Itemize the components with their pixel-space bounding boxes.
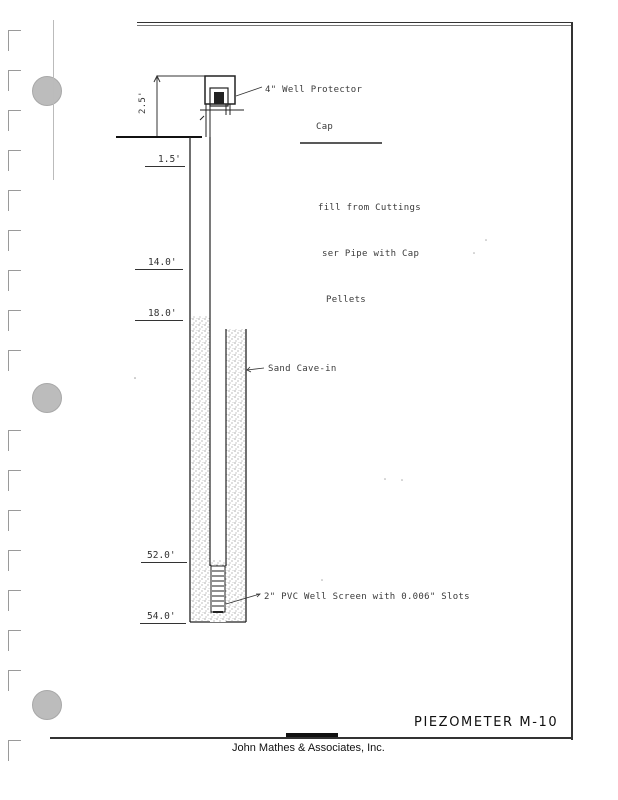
depth-label: 14.0' [148,257,177,268]
arrow-head [256,593,261,598]
binder-tab [8,70,21,91]
binder-tab [8,590,21,611]
blank-area [216,115,300,329]
stickup-label: 2.5' [138,91,148,114]
well-screen [210,565,226,613]
binder-tab [8,430,21,451]
depth-label: 54.0' [147,611,176,622]
binder-tab [8,350,21,371]
frame-right-border [571,22,573,740]
binder-tab [8,110,21,131]
label-well-protector: 4" Well Protector [265,85,363,95]
binder-tab [8,310,21,331]
binder-tab [8,550,21,571]
frame-left-border [53,20,54,180]
binder-tab [8,630,21,651]
punch-hole [32,76,62,106]
depth-line [135,320,183,321]
label-riser-pipe: ser Pipe with Cap [322,249,420,259]
depth-line [135,269,183,270]
binder-tab [8,190,21,211]
frame-top-border-inner [137,25,573,26]
binder-tab [8,270,21,291]
binder-tab [8,30,21,51]
label-sand-cave-in: Sand Cave-in [268,364,337,374]
binder-tab [8,150,21,171]
stickup-dimension [153,74,205,137]
punch-hole [32,383,62,413]
label-pellets: Pellets [326,295,367,305]
frame-bottom-border [50,737,573,739]
sand-pack-left [191,316,210,621]
drawing-title: PIEZOMETER M-10 [414,715,559,730]
depth-label: 18.0' [148,308,177,319]
binder-tab [8,510,21,531]
binder-tab [8,230,21,251]
leader-line [225,593,261,605]
leader-line [235,86,263,97]
sand-pack-right [226,316,245,621]
binder-tab [8,470,21,491]
label-backfill: fill from Cuttings [318,203,421,213]
leader-line [246,367,265,371]
depth-line [140,623,186,624]
depth-line [141,562,187,563]
depth-line [145,166,185,167]
arrow-head [246,366,252,373]
punch-hole [32,690,62,720]
binder-tab [8,740,21,761]
label-cap: Cap [316,122,334,132]
company-name: John Mathes & Associates, Inc. [232,742,385,754]
company-logo-bar [286,733,338,737]
depth-label: 52.0' [147,550,176,561]
label-well-screen: 2" PVC Well Screen with 0.006" Slots [264,592,470,602]
depth-label: 1.5' [158,154,181,165]
binder-tab [8,670,21,691]
frame-top-border [137,22,573,23]
